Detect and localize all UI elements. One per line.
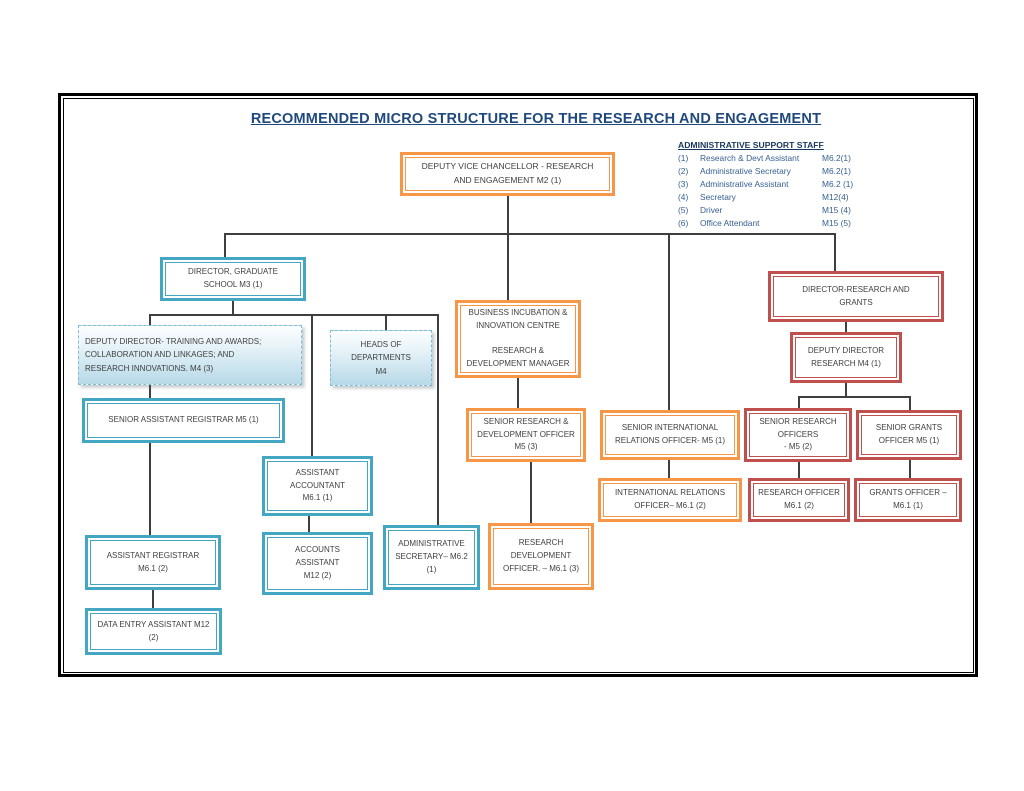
- connector-line: [152, 590, 154, 608]
- document-border-frame: [58, 93, 978, 677]
- org-box-label: ADMINISTRATIVE SECRETARY– M6.2 (1): [388, 530, 475, 585]
- connector-line: [149, 314, 151, 325]
- staff-num: (2): [678, 166, 689, 176]
- org-box-administrative-secretary: ADMINISTRATIVE SECRETARY– M6.2 (1): [383, 525, 480, 590]
- connector-line: [311, 314, 313, 456]
- connector-line: [507, 196, 509, 233]
- org-box-label: DEPUTY DIRECTOR- TRAINING AND AWARDS; CO…: [85, 336, 262, 373]
- connector-line: [798, 396, 800, 408]
- org-box-label: DATA ENTRY ASSISTANT M12 (2): [90, 613, 217, 650]
- org-box-data-entry-assistant: DATA ENTRY ASSISTANT M12 (2): [85, 608, 222, 655]
- staff-num: (1): [678, 153, 689, 163]
- org-box-label: DEPUTY VICE CHANCELLOR - RESEARCH AND EN…: [405, 157, 610, 191]
- connector-line: [437, 314, 439, 525]
- staff-row: (5) Driver M15 (4): [678, 204, 878, 217]
- org-box-director-research-and-grants: DIRECTOR-RESEARCH AND GRANTS: [768, 271, 944, 322]
- staff-row: (6) Office Attendant M15 (5): [678, 217, 878, 230]
- org-box-director-graduate-school: DIRECTOR, GRADUATE SCHOOL M3 (1): [160, 257, 306, 301]
- org-box-label: RESEARCH DEVELOPMENT OFFICER. – M6.1 (3): [493, 528, 589, 585]
- staff-num: (5): [678, 205, 689, 215]
- staff-list-heading: ADMINISTRATIVE SUPPORT STAFF: [678, 140, 824, 150]
- org-box-assistant-accountant: ASSISTANT ACCOUNTANT M6.1 (1): [262, 456, 373, 516]
- org-box-business-incubation-centre: BUSINESS INCUBATION & INNOVATION CENTRE …: [455, 300, 581, 378]
- org-box-research-officer: RESEARCH OFFICER M6.1 (2): [748, 478, 850, 522]
- org-box-senior-grants-officer: SENIOR GRANTS OFFICER M5 (1): [856, 410, 962, 460]
- org-box-senior-research-officers: SENIOR RESEARCH OFFICERS - M5 (2): [744, 408, 852, 462]
- org-box-deputy-vice-chancellor: DEPUTY VICE CHANCELLOR - RESEARCH AND EN…: [400, 152, 615, 196]
- connector-line: [308, 516, 310, 532]
- org-box-label: DIRECTOR, GRADUATE SCHOOL M3 (1): [165, 262, 301, 296]
- org-box-deputy-director-research: DEPUTY DIRECTOR RESEARCH M4 (1): [790, 332, 902, 383]
- connector-line: [224, 233, 226, 257]
- org-box-label: BUSINESS INCUBATION & INNOVATION CENTRE …: [460, 305, 576, 373]
- staff-role: Research & Devt Assistant: [700, 153, 800, 163]
- connector-line: [834, 233, 836, 271]
- connector-line: [530, 462, 532, 523]
- connector-line: [149, 385, 151, 398]
- connector-line: [224, 233, 835, 235]
- org-box-label: ASSISTANT ACCOUNTANT M6.1 (1): [267, 461, 368, 511]
- admin-support-staff-list: ADMINISTRATIVE SUPPORT STAFF (1) Researc…: [678, 140, 878, 230]
- staff-grade: M6.2 (1): [822, 179, 854, 189]
- connector-line: [909, 460, 911, 478]
- org-box-accounts-assistant: ACCOUNTS ASSISTANT M12 (2): [262, 532, 373, 595]
- org-box-label: RESEARCH OFFICER M6.1 (2): [753, 483, 845, 517]
- staff-role: Office Attendant: [700, 218, 760, 228]
- org-box-label: ASSISTANT REGISTRAR M6.1 (2): [90, 540, 216, 585]
- org-box-assistant-registrar: ASSISTANT REGISTRAR M6.1 (2): [85, 535, 221, 590]
- page-title: RECOMMENDED MICRO STRUCTURE FOR THE RESE…: [250, 111, 822, 127]
- org-box-research-development-officer: RESEARCH DEVELOPMENT OFFICER. – M6.1 (3): [488, 523, 594, 590]
- staff-grade: M12(4): [822, 192, 849, 202]
- org-box-label: GRANTS OFFICER – M6.1 (1): [859, 483, 957, 517]
- connector-line: [668, 460, 670, 478]
- staff-row: (3) Administrative Assistant M6.2 (1): [678, 178, 878, 191]
- connector-line: [149, 443, 151, 535]
- staff-role: Administrative Assistant: [700, 179, 789, 189]
- connector-line: [798, 462, 800, 478]
- org-box-label: HEADS OF DEPARTMENTS M4: [351, 339, 411, 376]
- connector-line: [232, 301, 234, 314]
- connector-line: [909, 396, 911, 410]
- connector-line: [385, 314, 387, 330]
- org-box-deputy-director-training-awards: DEPUTY DIRECTOR- TRAINING AND AWARDS; CO…: [78, 325, 302, 385]
- staff-num: (4): [678, 192, 689, 202]
- staff-row: (2) Administrative Secretary M6.2(1): [678, 165, 878, 178]
- staff-row: (4) Secretary M12(4): [678, 191, 878, 204]
- org-box-label: SENIOR RESEARCH OFFICERS - M5 (2): [749, 413, 847, 457]
- connector-line: [668, 233, 670, 410]
- staff-grade: M6.2(1): [822, 166, 851, 176]
- staff-num: (3): [678, 179, 689, 189]
- org-box-grants-officer: GRANTS OFFICER – M6.1 (1): [854, 478, 962, 522]
- staff-role: Administrative Secretary: [700, 166, 791, 176]
- connector-line: [517, 378, 519, 408]
- org-box-label: DEPUTY DIRECTOR RESEARCH M4 (1): [795, 337, 897, 378]
- staff-row: (1) Research & Devt Assistant M6.2(1): [678, 152, 878, 165]
- org-box-international-relations-officer: INTERNATIONAL RELATIONS OFFICER– M6.1 (2…: [598, 478, 742, 522]
- org-box-label: ACCOUNTS ASSISTANT M12 (2): [267, 537, 368, 590]
- org-box-label: SENIOR GRANTS OFFICER M5 (1): [861, 415, 957, 455]
- org-box-senior-international-relations-officer: SENIOR INTERNATIONAL RELATIONS OFFICER- …: [600, 410, 740, 460]
- connector-line: [149, 314, 438, 316]
- staff-grade: M6.2(1): [822, 153, 851, 163]
- staff-role: Driver: [700, 205, 723, 215]
- staff-num: (6): [678, 218, 689, 228]
- connector-line: [845, 383, 847, 396]
- org-box-senior-research-development-officer: SENIOR RESEARCH & DEVELOPMENT OFFICER M5…: [466, 408, 586, 462]
- connector-line: [507, 233, 509, 300]
- staff-role: Secretary: [700, 192, 736, 202]
- org-box-label: SENIOR INTERNATIONAL RELATIONS OFFICER- …: [605, 415, 735, 455]
- connector-line: [798, 396, 910, 398]
- connector-line: [845, 322, 847, 332]
- org-box-label: DIRECTOR-RESEARCH AND GRANTS: [773, 276, 939, 317]
- org-box-heads-of-departments: HEADS OF DEPARTMENTS M4: [330, 330, 432, 386]
- org-box-label: SENIOR RESEARCH & DEVELOPMENT OFFICER M5…: [471, 413, 581, 457]
- org-box-senior-assistant-registrar: SENIOR ASSISTANT REGISTRAR M5 (1): [82, 398, 285, 443]
- org-box-label: INTERNATIONAL RELATIONS OFFICER– M6.1 (2…: [603, 483, 737, 517]
- staff-grade: M15 (4): [822, 205, 851, 215]
- staff-grade: M15 (5): [822, 218, 851, 228]
- org-box-label: SENIOR ASSISTANT REGISTRAR M5 (1): [87, 403, 280, 438]
